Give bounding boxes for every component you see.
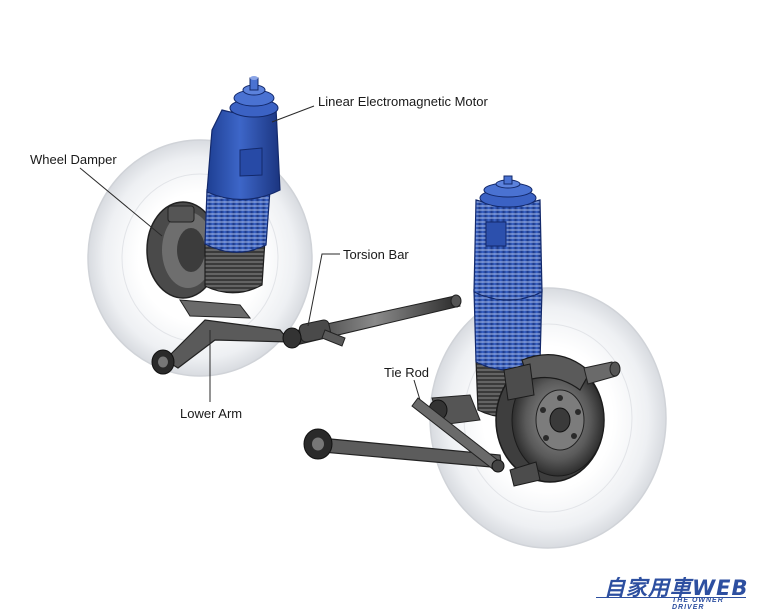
publisher-logo: 自家用車WEB THE OWNER DRIVER [596, 572, 756, 611]
logo-underline [596, 597, 746, 598]
leader-lines [79, 105, 421, 402]
label-lower-arm: Lower Arm [180, 406, 243, 421]
label-torsion-bar: Torsion Bar [343, 247, 409, 262]
logo-sub-text: THE OWNER DRIVER [672, 597, 724, 611]
label-wheel-damper: Wheel Damper [30, 152, 117, 167]
leader-motor [271, 105, 315, 123]
left-wheel-damper [146, 201, 220, 299]
leader-torsion-bar [307, 253, 340, 327]
logo-main-text: 自家用車WEB [604, 576, 749, 600]
label-tie-rod: Tie Rod [384, 365, 430, 380]
right-brake-hub [495, 354, 621, 487]
torsion-bar [282, 294, 462, 349]
label-linear-electromagnetic-motor: Linear Electromagnetic Motor [318, 94, 488, 109]
left-motor [204, 76, 281, 294]
leader-wheel-damper [79, 167, 163, 237]
tie-rod [411, 397, 505, 473]
left-lower-arm [151, 299, 292, 375]
leader-tie-rod [413, 379, 421, 401]
